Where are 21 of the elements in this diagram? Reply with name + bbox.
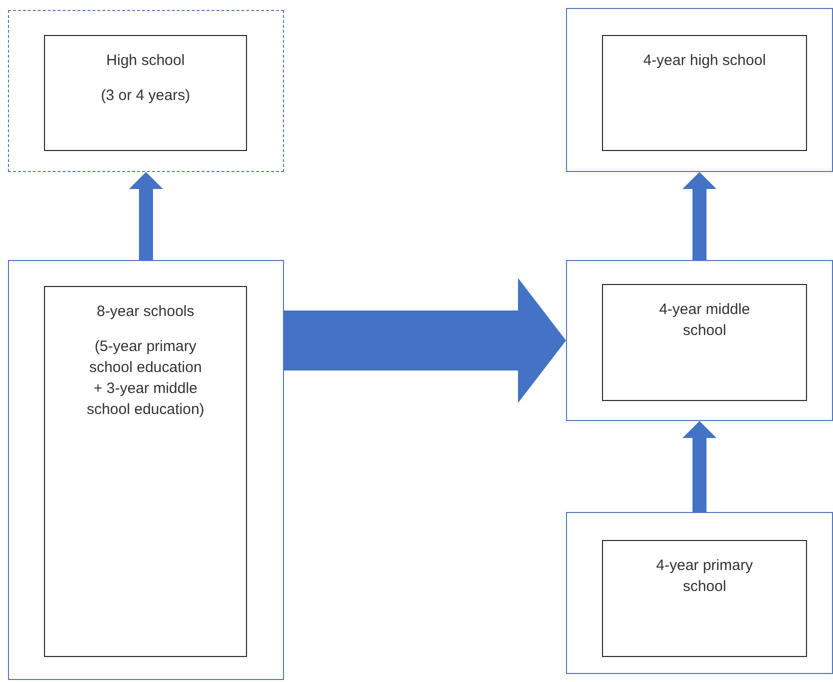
text-box [44, 35, 247, 151]
frame [566, 260, 833, 421]
frame [8, 260, 284, 680]
frame [566, 8, 833, 172]
box-heading: High school [105, 51, 186, 71]
box-heading: 8-year schools [96, 302, 196, 322]
block-arrow [682, 421, 716, 512]
block-arrow [682, 172, 716, 260]
text-box [44, 286, 247, 657]
box-heading: 4-year primary school [655, 556, 754, 597]
box-heading: 4-year middle school [658, 300, 751, 341]
dashed-frame [8, 10, 284, 172]
box-heading: 4-year high school [642, 51, 767, 71]
block-arrow [284, 278, 566, 403]
text-box [602, 540, 807, 657]
box-text: (3 or 4 years) [100, 86, 192, 106]
box-text: (5-year primary school education + 3-year middle school education) [86, 337, 206, 420]
block-arrow [129, 172, 163, 260]
text-box [602, 284, 807, 401]
text-box [602, 35, 807, 151]
frame [566, 512, 833, 674]
